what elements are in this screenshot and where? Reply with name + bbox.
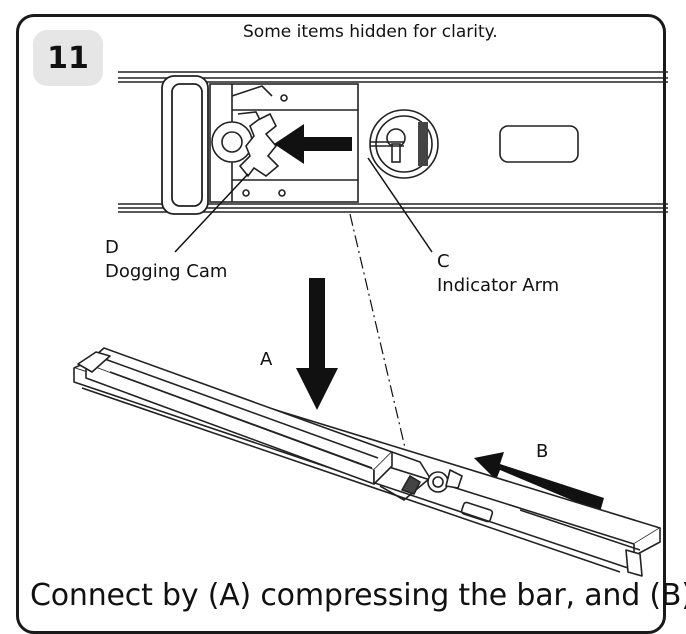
hidden-items-note: Some items hidden for clarity.	[243, 22, 498, 42]
closeup-direction-arrow	[274, 124, 352, 164]
closeup-end-cap	[161, 75, 209, 215]
label-c-letter: C	[437, 251, 450, 272]
step-number-badge: 11	[33, 30, 103, 86]
label-dogging-cam: Dogging Cam	[105, 261, 228, 282]
closeup-slot	[499, 125, 579, 163]
instruction-caption: Connect by (A) compressing the bar, and …	[30, 578, 686, 613]
label-indicator-arm: Indicator Arm	[437, 275, 560, 296]
closeup-cylinder	[369, 109, 439, 179]
closeup-rail	[118, 71, 668, 213]
arrow-a	[296, 278, 338, 410]
arrow-b	[474, 452, 604, 512]
label-b-letter: B	[536, 441, 549, 462]
dogging-cam	[211, 112, 280, 178]
label-d-letter: D	[105, 237, 119, 258]
center-line	[349, 213, 407, 453]
label-a-letter: A	[260, 349, 273, 370]
dogging-cam-leader	[174, 173, 249, 253]
indicator-arm-leader	[367, 157, 433, 253]
exit-bar-assembly	[73, 347, 661, 577]
